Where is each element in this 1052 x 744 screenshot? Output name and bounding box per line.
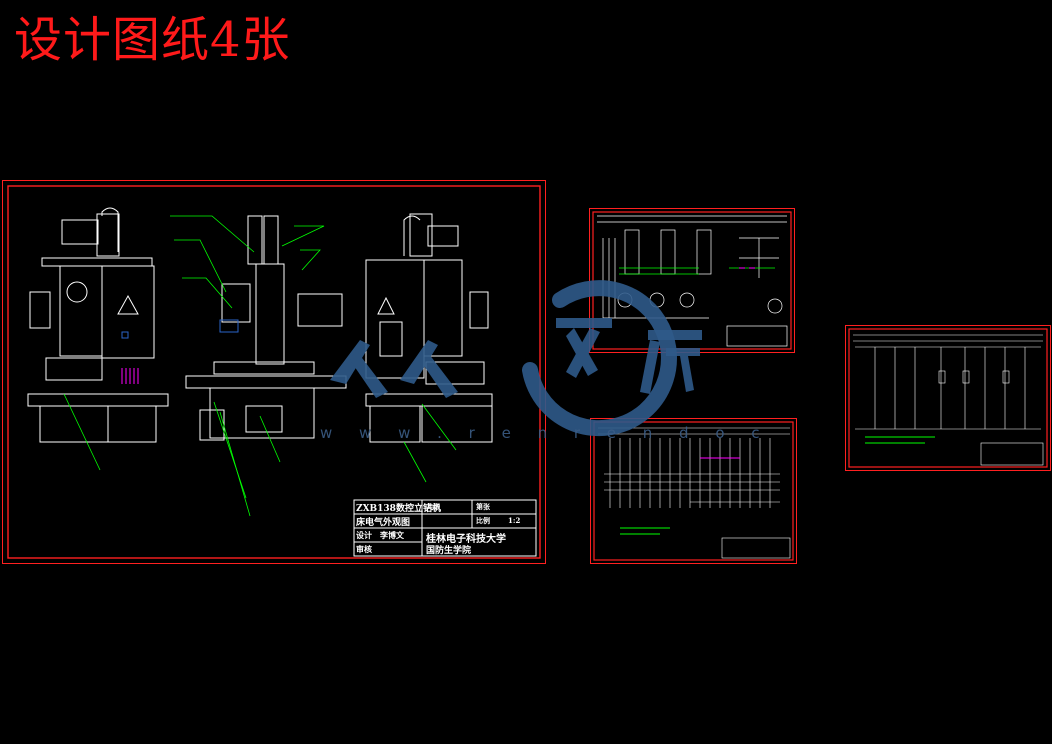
drawing-sheet-3[interactable] <box>590 418 797 564</box>
drawing-sheet-1[interactable]: ZXB138数控立钻机 床电气外观图 共张 第张 比例 1:2 设计 李博文 审… <box>2 180 546 564</box>
sheet-1-title-line2: 床电气外观图 <box>356 518 411 528</box>
sheet-1-designer-label: 设计 <box>356 530 372 540</box>
sheet-1-designer-name: 李博文 <box>380 530 404 540</box>
page-heading: 设计图纸4张 <box>14 12 291 68</box>
sheet-1-sheet-count: 共张 <box>426 502 440 511</box>
watermark-url: w w w . r e n r e n d o c <box>320 424 771 442</box>
sheet-1-title-line1: ZXB138数控立钻机 <box>356 504 441 514</box>
sheet-1-scale-value: 1:2 <box>508 516 521 525</box>
sheet-1-school-line1: 桂林电子科技大学 <box>426 534 506 545</box>
sheet-3-drawing <box>590 418 797 564</box>
sheet-1-scale-label: 比例 <box>476 516 490 525</box>
sheet-1-drawing <box>2 180 546 564</box>
sheet-4-drawing <box>845 325 1051 471</box>
drawing-sheet-4[interactable] <box>845 325 1051 471</box>
sheet-1-school-line2: 国防生学院 <box>426 546 472 556</box>
sheet-1-sheet-number: 第张 <box>476 502 490 511</box>
sheet-1-reviewer-label: 审核 <box>356 544 372 554</box>
